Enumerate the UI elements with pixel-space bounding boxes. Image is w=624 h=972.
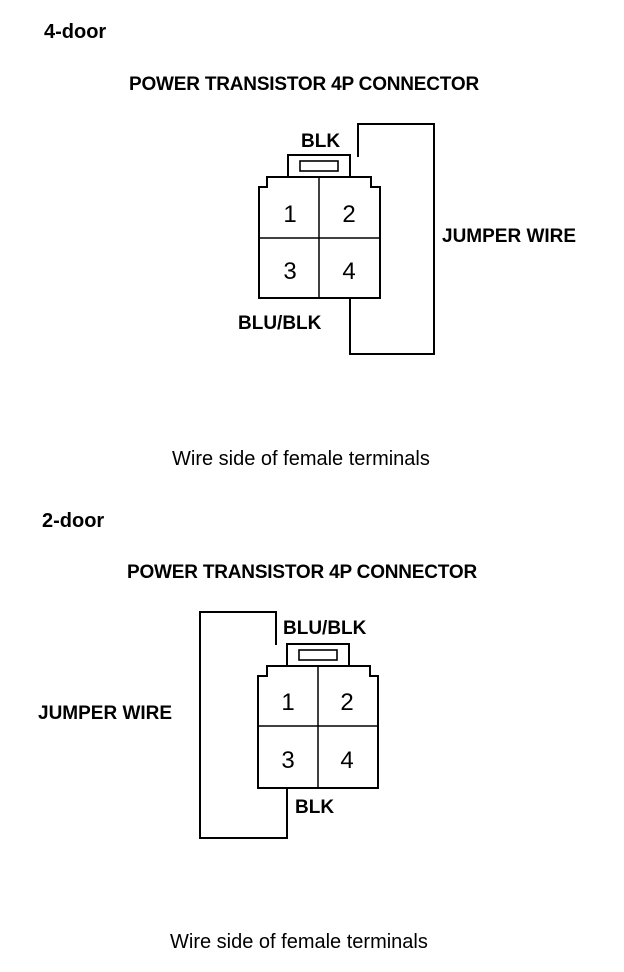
caption: Wire side of female terminals [172,448,430,470]
connector-latch [287,154,351,177]
pin-2: 2 [340,689,353,716]
pin-3: 3 [281,747,294,774]
connector-title: POWER TRANSISTOR 4P CONNECTOR [127,562,477,583]
pin-3: 3 [283,258,296,285]
pin-4: 4 [342,258,355,285]
pin-4: 4 [340,747,353,774]
bottom-wire-label: BLK [295,797,335,818]
caption: Wire side of female terminals [170,931,428,953]
connector-body [258,176,381,299]
jumper-wire-label: JUMPER WIRE [442,226,577,247]
pin-1: 1 [281,689,294,716]
pin-1: 1 [283,201,296,228]
top-wire-label: BLK [301,131,341,152]
jumper-wire-label: JUMPER WIRE [38,703,173,724]
connector-title: POWER TRANSISTOR 4P CONNECTOR [129,74,479,95]
latch-slot [298,649,338,661]
bottom-wire-label: BLU/BLK [238,313,322,334]
section-title-4-door: 4-door [44,21,107,43]
pin-2: 2 [342,201,355,228]
section-title-2-door: 2-door [42,510,105,532]
connector-latch [286,643,350,666]
jumper-wire [199,611,288,839]
top-wire-label: BLU/BLK [283,618,367,639]
jumper-wire [349,123,435,355]
connector-body [257,665,379,789]
latch-slot [299,160,339,172]
